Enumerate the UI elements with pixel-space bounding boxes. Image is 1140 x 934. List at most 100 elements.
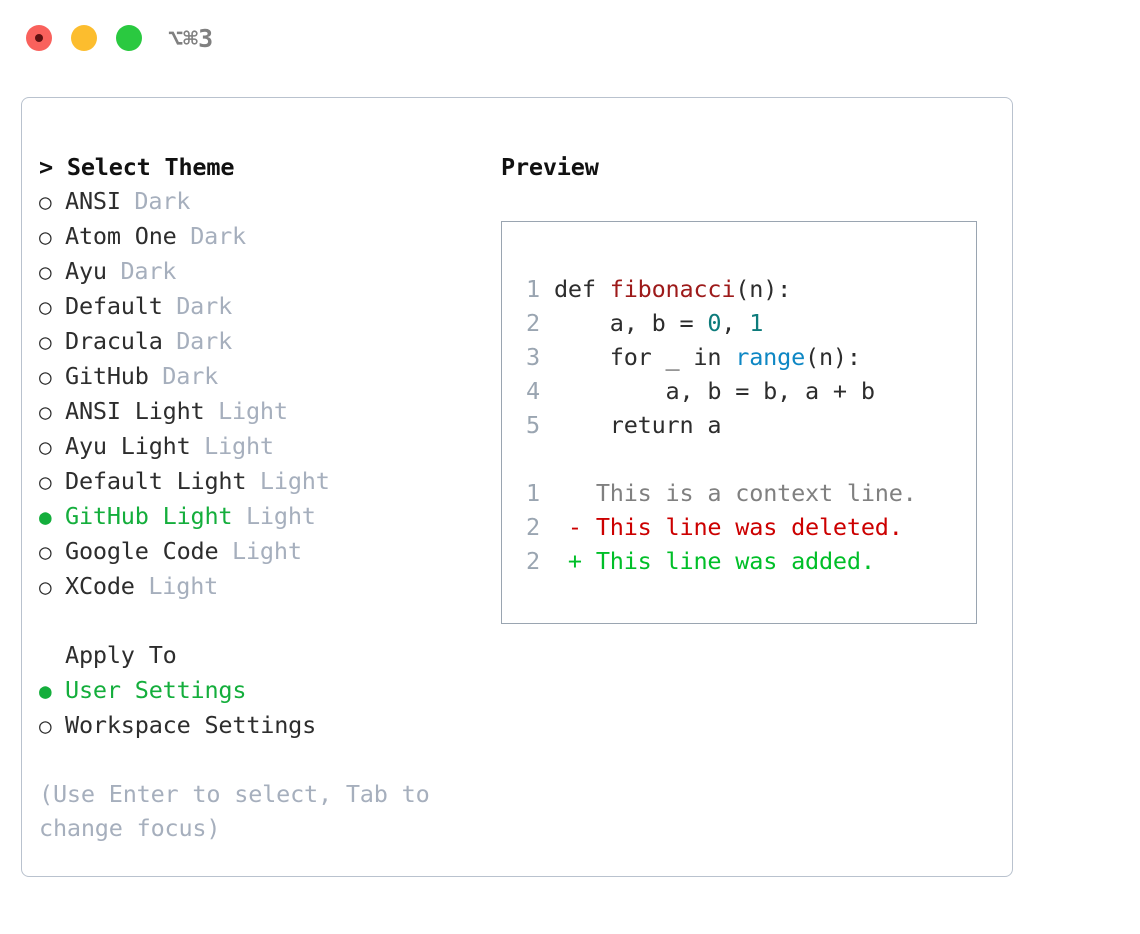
diff-sign: -	[567, 513, 582, 541]
traffic-lights	[26, 25, 142, 51]
close-window-button[interactable]	[26, 25, 52, 51]
radio-selected-icon[interactable]: ●	[39, 505, 52, 529]
diff-text: This line was added.	[595, 547, 875, 575]
theme-item-label: Google Code	[65, 537, 219, 565]
diff-text: This line was deleted.	[595, 513, 903, 541]
theme-item-category: Dark	[176, 327, 233, 355]
diff-text: This is a context line.	[595, 479, 917, 507]
theme-item-category: Dark	[190, 222, 246, 250]
code-token-plain: a, b = b, a + b	[553, 377, 875, 405]
theme-item[interactable]: ● GitHub Light Light	[39, 499, 469, 534]
page-title: > Select Theme	[39, 153, 235, 181]
theme-item-category: Light	[148, 572, 219, 600]
code-token-plain: ,	[721, 309, 750, 337]
minimize-window-button[interactable]	[71, 25, 97, 51]
code-line-number: 4	[526, 377, 540, 405]
title-bar: ⌥⌘3	[0, 0, 1140, 78]
code-line-number: 2	[526, 309, 540, 337]
radio-unselected-icon[interactable]: ○	[39, 435, 52, 459]
theme-item-label: GitHub Light	[65, 502, 233, 530]
code-line: 1 def fibonacci(n):	[514, 272, 917, 306]
radio-unselected-icon[interactable]: ○	[39, 190, 52, 214]
code-line: 3 for _ in range(n):	[514, 340, 917, 374]
diff-line: 1 This is a context line.	[514, 476, 917, 510]
radio-unselected-icon[interactable]: ○	[39, 470, 52, 494]
radio-selected-icon[interactable]: ●	[39, 679, 52, 703]
code-line-number: 3	[526, 343, 540, 371]
theme-item[interactable]: ○ Default Light Light	[39, 464, 469, 499]
code-token-plain: (n):	[805, 343, 861, 371]
code-line: 4 a, b = b, a + b	[514, 374, 917, 408]
apply-to-option-label: Workspace Settings	[65, 711, 317, 739]
theme-item[interactable]: ○ Google Code Light	[39, 534, 469, 569]
apply-to-option[interactable]: ○ Workspace Settings	[39, 708, 469, 743]
code-token-plain: (n):	[735, 275, 792, 303]
code-token-fn: fibonacci	[609, 275, 736, 303]
diff-block: 1 This is a context line.2 - This line w…	[514, 476, 917, 578]
code-token-builtin: range	[735, 343, 806, 371]
theme-item-label: Dracula	[65, 327, 163, 355]
radio-unselected-icon[interactable]: ○	[39, 260, 52, 284]
list-spacer	[39, 604, 469, 638]
diff-sign	[568, 479, 582, 507]
theme-item-category: Light	[218, 397, 288, 425]
code-line: 2 a, b = 0, 1	[514, 306, 917, 340]
theme-item-label: Default Light	[65, 467, 247, 495]
theme-item[interactable]: ○ Atom One Dark	[39, 219, 469, 254]
theme-item-category: Light	[245, 502, 316, 530]
theme-item-category: Light	[232, 537, 302, 565]
apply-to-option-label: User Settings	[65, 676, 247, 704]
theme-item-label: ANSI	[65, 187, 121, 215]
diff-line: 2 - This line was deleted.	[514, 510, 917, 544]
diff-line-number: 1	[526, 479, 540, 507]
radio-unselected-icon[interactable]: ○	[39, 714, 52, 738]
keyboard-shortcut-label: ⌥⌘3	[168, 24, 214, 53]
theme-item[interactable]: ○ ANSI Dark	[39, 184, 469, 219]
theme-item-label: Ayu	[65, 257, 107, 285]
radio-unselected-icon[interactable]: ○	[39, 225, 52, 249]
apply-to-option[interactable]: ● User Settings	[39, 673, 469, 708]
theme-item-label: Atom One	[65, 222, 177, 250]
radio-unselected-icon[interactable]: ○	[39, 295, 52, 319]
keyboard-hint: (Use Enter to select, Tab to change focu…	[39, 780, 430, 842]
radio-unselected-icon[interactable]: ○	[39, 365, 52, 389]
theme-item-label: GitHub	[65, 362, 149, 390]
radio-unselected-icon[interactable]: ○	[39, 575, 52, 599]
radio-unselected-icon[interactable]: ○	[39, 400, 52, 424]
theme-item-label: ANSI Light	[65, 397, 205, 425]
diff-line: 2 + This line was added.	[514, 544, 917, 578]
diff-line-number: 2	[526, 547, 540, 575]
theme-item[interactable]: ○ Default Dark	[39, 289, 469, 324]
apply-to-list[interactable]: ● User Settings ○ Workspace Settings	[39, 673, 469, 743]
code-line: 5 return a	[514, 408, 917, 442]
theme-item-category: Dark	[134, 187, 191, 215]
theme-item[interactable]: ○ Ayu Dark	[39, 254, 469, 289]
radio-unselected-icon[interactable]: ○	[39, 540, 52, 564]
theme-item-category: Dark	[120, 257, 177, 285]
maximize-window-button[interactable]	[116, 25, 142, 51]
theme-item-category: Light	[259, 467, 330, 495]
theme-item-label: Default	[65, 292, 163, 320]
code-token-num: 1	[749, 309, 764, 337]
diff-line-number: 2	[526, 513, 540, 541]
code-token-kw: return a	[553, 411, 722, 439]
theme-item-label: XCode	[65, 572, 135, 600]
theme-item-category: Light	[204, 432, 274, 460]
apply-to-heading-marker	[39, 639, 65, 673]
theme-item[interactable]: ○ Dracula Dark	[39, 324, 469, 359]
theme-item-category: Dark	[176, 292, 233, 320]
code-token-kw: for _ in	[553, 343, 736, 371]
radio-unselected-icon[interactable]: ○	[39, 330, 52, 354]
code-line-number: 1	[526, 275, 540, 303]
theme-item[interactable]: ○ XCode Light	[39, 569, 469, 604]
apply-to-heading-label: Apply To	[65, 641, 177, 669]
theme-item[interactable]: ○ ANSI Light Light	[39, 394, 469, 429]
preview-column: Preview 1 def fibonacci(n):2 a, b = 0, 1…	[501, 150, 981, 624]
